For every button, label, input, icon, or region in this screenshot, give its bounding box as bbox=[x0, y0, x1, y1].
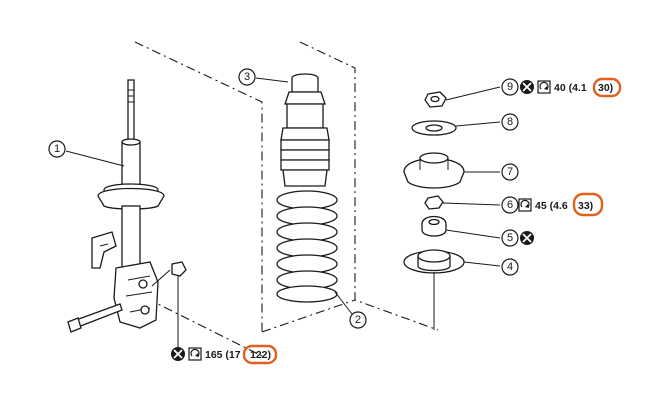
torque-wrench-icon bbox=[537, 80, 551, 94]
mount-bearing bbox=[421, 215, 447, 237]
washer bbox=[411, 120, 457, 136]
torque-spec-9: 40 (4.1 30) bbox=[554, 77, 622, 98]
strut-mount-insulator bbox=[403, 152, 465, 189]
strut-assembly bbox=[67, 79, 187, 348]
upper-spring-seat bbox=[403, 249, 465, 330]
svg-text:122): 122) bbox=[250, 349, 271, 361]
coil-spring bbox=[276, 190, 338, 303]
callout-8: 8 bbox=[501, 113, 519, 131]
callout-3: 3 bbox=[238, 68, 256, 86]
svg-text:1: 1 bbox=[54, 143, 60, 155]
x-in-circle-icon bbox=[520, 80, 534, 94]
svg-text:7: 7 bbox=[507, 166, 513, 178]
callout-7: 7 bbox=[501, 163, 519, 181]
svg-text:30): 30) bbox=[598, 82, 613, 94]
callout-1: 1 bbox=[48, 140, 66, 158]
callout-6: 6 bbox=[501, 196, 519, 214]
bump-stop-boot bbox=[280, 73, 330, 187]
callout-9: 9 bbox=[501, 78, 519, 96]
svg-text:45 (4.6: 45 (4.6 bbox=[535, 200, 568, 212]
callout-5: 5 bbox=[501, 229, 519, 247]
strut-nut bbox=[424, 91, 447, 108]
torque-spec-bolt: 165 (17 122) bbox=[205, 344, 278, 365]
torque-wrench-icon bbox=[518, 198, 532, 212]
callout-4: 4 bbox=[501, 258, 519, 276]
x-in-circle-icon bbox=[520, 231, 534, 245]
svg-text:3: 3 bbox=[244, 71, 250, 83]
torque-spec-6: 45 (4.6 33) bbox=[535, 192, 604, 217]
x-in-circle-icon bbox=[171, 347, 185, 361]
svg-text:8: 8 bbox=[507, 116, 513, 128]
svg-text:2: 2 bbox=[355, 314, 361, 326]
callout-2: 2 bbox=[349, 311, 367, 329]
piston-rod-nut bbox=[424, 195, 444, 210]
svg-text:5: 5 bbox=[507, 232, 513, 244]
svg-text:4: 4 bbox=[507, 261, 513, 273]
svg-text:40 (4.1: 40 (4.1 bbox=[554, 82, 587, 94]
leader-lines bbox=[65, 77, 501, 315]
svg-text:33): 33) bbox=[578, 200, 593, 212]
svg-text:9: 9 bbox=[507, 81, 513, 93]
svg-text:165 (17: 165 (17 bbox=[205, 349, 241, 361]
svg-text:6: 6 bbox=[507, 199, 513, 211]
torque-wrench-icon bbox=[188, 347, 202, 361]
